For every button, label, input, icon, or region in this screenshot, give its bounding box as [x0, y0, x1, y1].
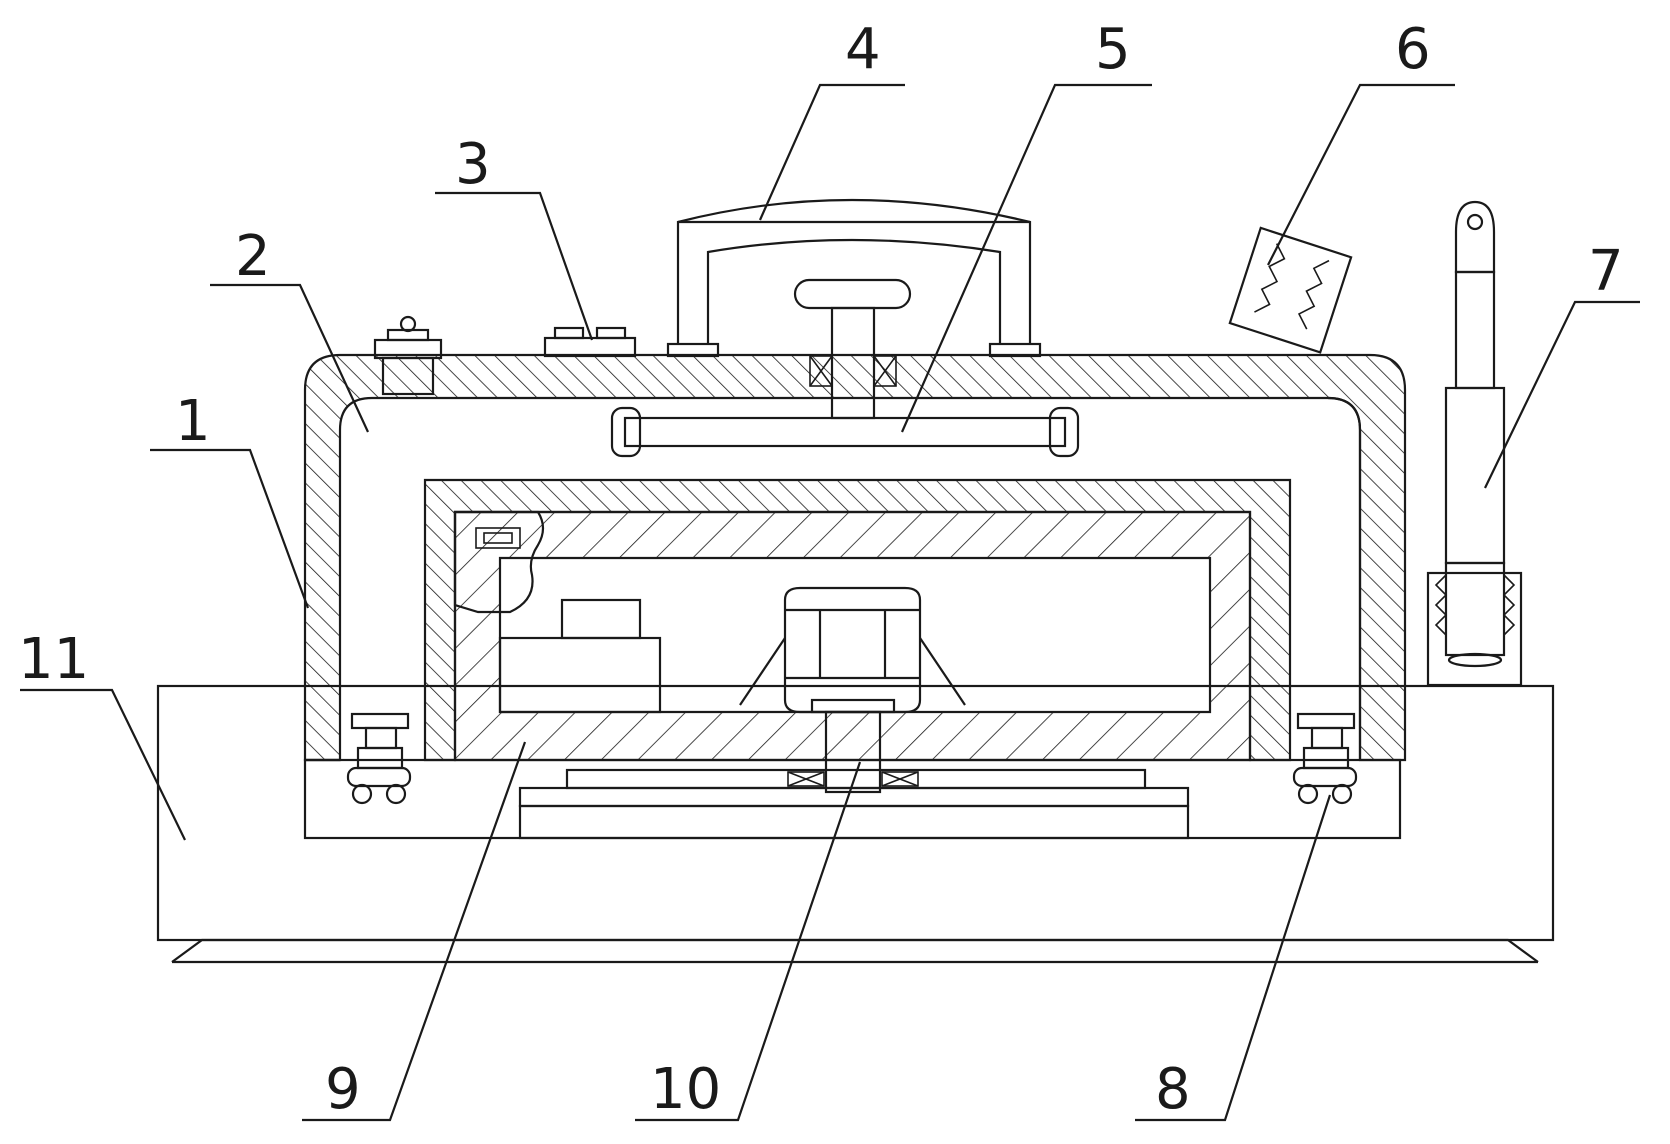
part-label-1: 1: [175, 389, 211, 454]
leader-10: [635, 761, 862, 1122]
inner-base-box: [303, 758, 1402, 840]
shaft-assembly: [518, 698, 1190, 840]
caster-wheel-right: [1292, 712, 1358, 805]
part-label-4: 4: [845, 17, 881, 82]
base-plate: [156, 684, 1555, 964]
part-label-3: 3: [455, 132, 491, 197]
leader-11: [20, 688, 186, 841]
part-label-2: 2: [235, 224, 271, 289]
crossbar: [610, 406, 1080, 458]
leader-8: [1135, 794, 1332, 1122]
leader-2: [210, 283, 369, 433]
leader-3: [435, 191, 594, 341]
part-label-6: 6: [1395, 17, 1431, 82]
part-label-8: 8: [1155, 1057, 1191, 1122]
top-valve: [373, 315, 443, 396]
part-label-11: 11: [18, 627, 89, 692]
leader-1: [150, 448, 310, 609]
leader-7: [1484, 300, 1640, 489]
leader-6: [1267, 83, 1455, 266]
leader-5: [900, 83, 1152, 433]
motor: [739, 586, 966, 714]
telescopic-pole: [1426, 200, 1523, 687]
leader-lines: [20, 83, 1640, 1122]
chamber-body: [453, 510, 1252, 762]
leader-9: [302, 741, 527, 1122]
control-buttons: [543, 326, 637, 358]
carry-handle: [666, 198, 1042, 358]
inner-components: [498, 586, 966, 714]
part-label-5: 5: [1095, 17, 1131, 82]
spring-cylinder: [1228, 226, 1353, 354]
outer-housing: [303, 353, 1407, 762]
caster-wheel-left: [346, 712, 412, 805]
part-label-9: 9: [325, 1057, 361, 1122]
part-labels: 1 2 3 4 5 6 7 8 9 10 11: [18, 17, 1624, 1122]
part-label-7: 7: [1588, 239, 1624, 304]
leader-4: [758, 83, 905, 221]
part-label-10: 10: [650, 1057, 721, 1122]
spindle-knob: [793, 278, 912, 420]
